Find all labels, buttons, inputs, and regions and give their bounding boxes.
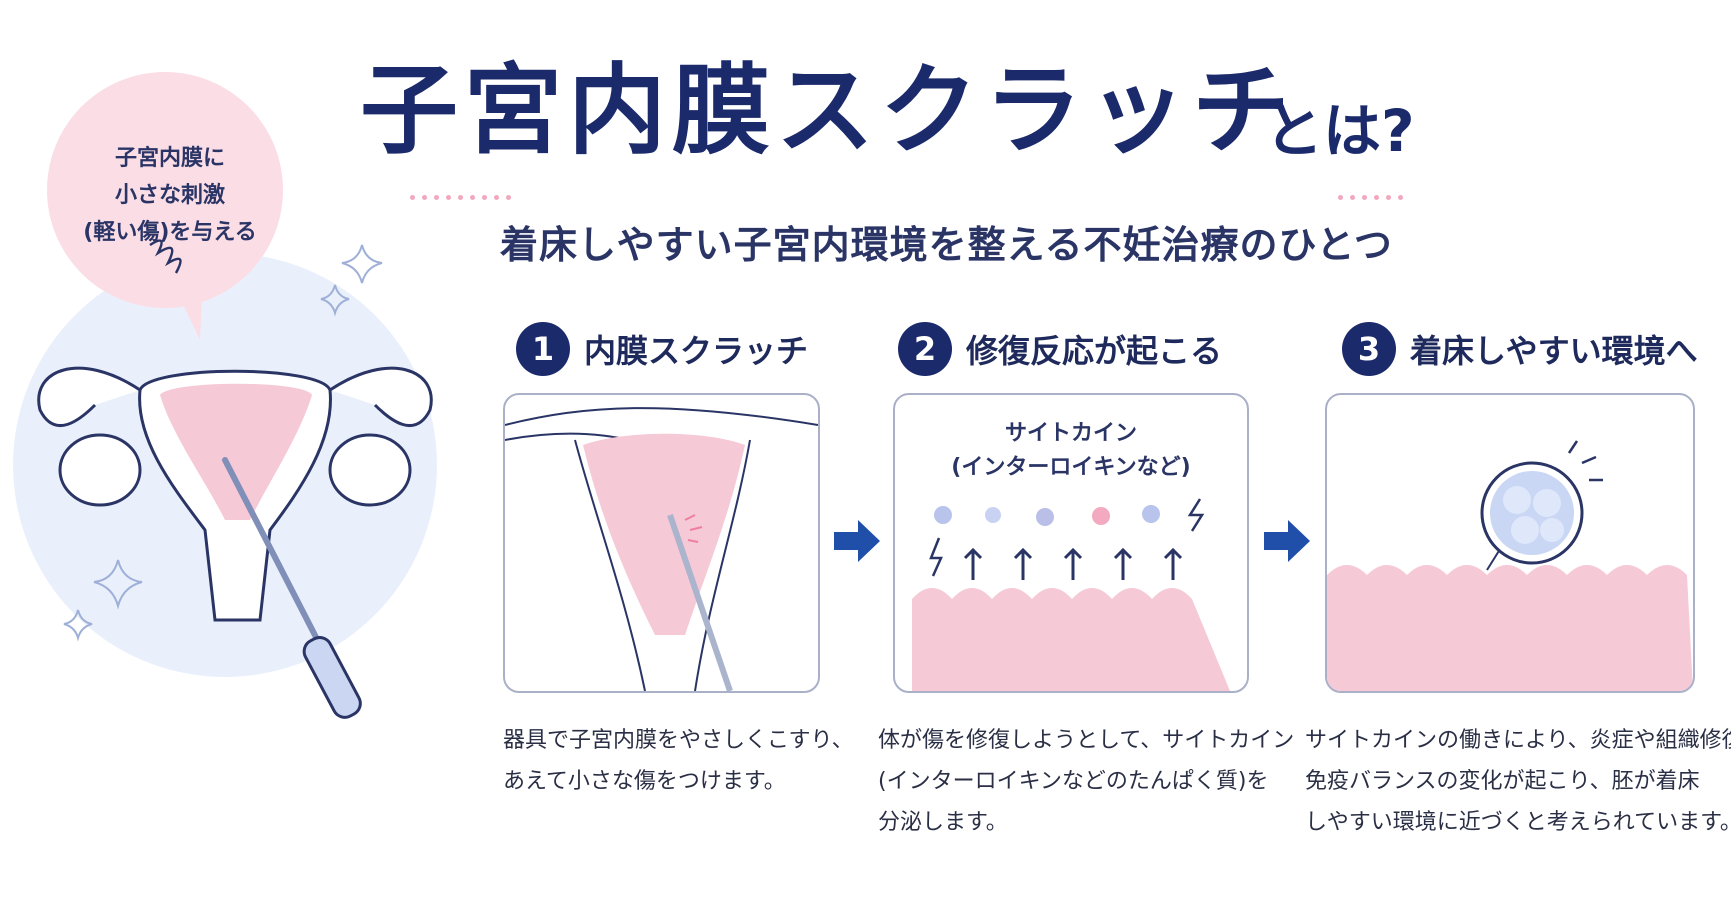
page-title-suffix: とは? [1265,97,1415,165]
step-title: 内膜スクラッチ [584,332,809,370]
uterus-illustration [13,72,437,719]
step-title: 修復反応が起こる [966,332,1223,370]
step-title: 着床しやすい環境へ [1410,332,1698,370]
step-number: 3 [1342,322,1396,376]
step-1-desc: 器具で子宮内膜をやさしくこすり、 あえて小さな傷をつけます。 [503,720,854,802]
step-number: 2 [898,322,952,376]
desc-line: 分泌します。 [878,810,1008,835]
desc-line: しやすい環境に近づくと考えられています。 [1305,810,1731,835]
subtitle: 着床しやすい子宮内環境を整える不妊治療のひとつ [500,223,1393,267]
desc-line: (インターロイキンなどのたんぱく質)を [878,769,1269,794]
cytokine-label: (インターロイキンなど) [951,455,1191,480]
sparkle-icon [63,609,93,642]
desc-line: 体が傷を修復しようとして、サイトカイン [878,728,1295,753]
step-number: 1 [516,322,570,376]
bubble-line: 小さな刺激 [114,183,225,208]
sparkle-icon [93,559,143,610]
scratch-mark-icon [149,239,182,274]
arrow-right-icon [1264,520,1310,562]
arrow-right-icon [834,520,880,562]
step-3-header: 3 着床しやすい環境へ [1342,322,1698,376]
step-2-header: 2 修復反応が起こる [898,322,1222,376]
sparkle-icon [341,244,383,284]
desc-line: 免疫バランスの変化が起こり、胚が着床 [1305,769,1700,794]
bubble-line: 子宮内膜に [114,146,225,171]
speech-bubble [47,72,283,340]
step-3-panel [1325,393,1695,693]
title-dots-left [410,185,518,200]
lightning-icon [1187,498,1205,532]
bubble-line: (軽い傷)を与える [83,220,257,245]
desc-line: 器具で子宮内膜をやさしくこすり、 [503,728,854,753]
sparkle-icon [320,284,350,317]
up-arrow-icon [963,547,1183,580]
desc-line: サイトカインの働きにより、炎症や組織修復、 [1305,728,1731,753]
title-dots-right [1338,185,1410,200]
step-1-panel [503,393,820,693]
step-2-desc: 体が傷を修復しようとして、サイトカイン (インターロイキンなどのたんぱく質)を … [878,720,1294,843]
step-3-desc: サイトカインの働きにより、炎症や組織修復、 免疫バランスの変化が起こり、胚が着床… [1305,720,1731,843]
page-title: 子宮内膜スクラッチ [360,54,1297,168]
bubble-text: 子宮内膜に 小さな刺激 (軽い傷)を与える [55,140,285,251]
lightning-icon [929,537,943,577]
step-2-panel: サイトカイン (インターロイキンなど) [893,393,1249,693]
cytokine-label: サイトカイン [1004,421,1137,446]
desc-line: あえて小さな傷をつけます。 [503,769,786,794]
step-1-header: 1 内膜スクラッチ [516,322,808,376]
